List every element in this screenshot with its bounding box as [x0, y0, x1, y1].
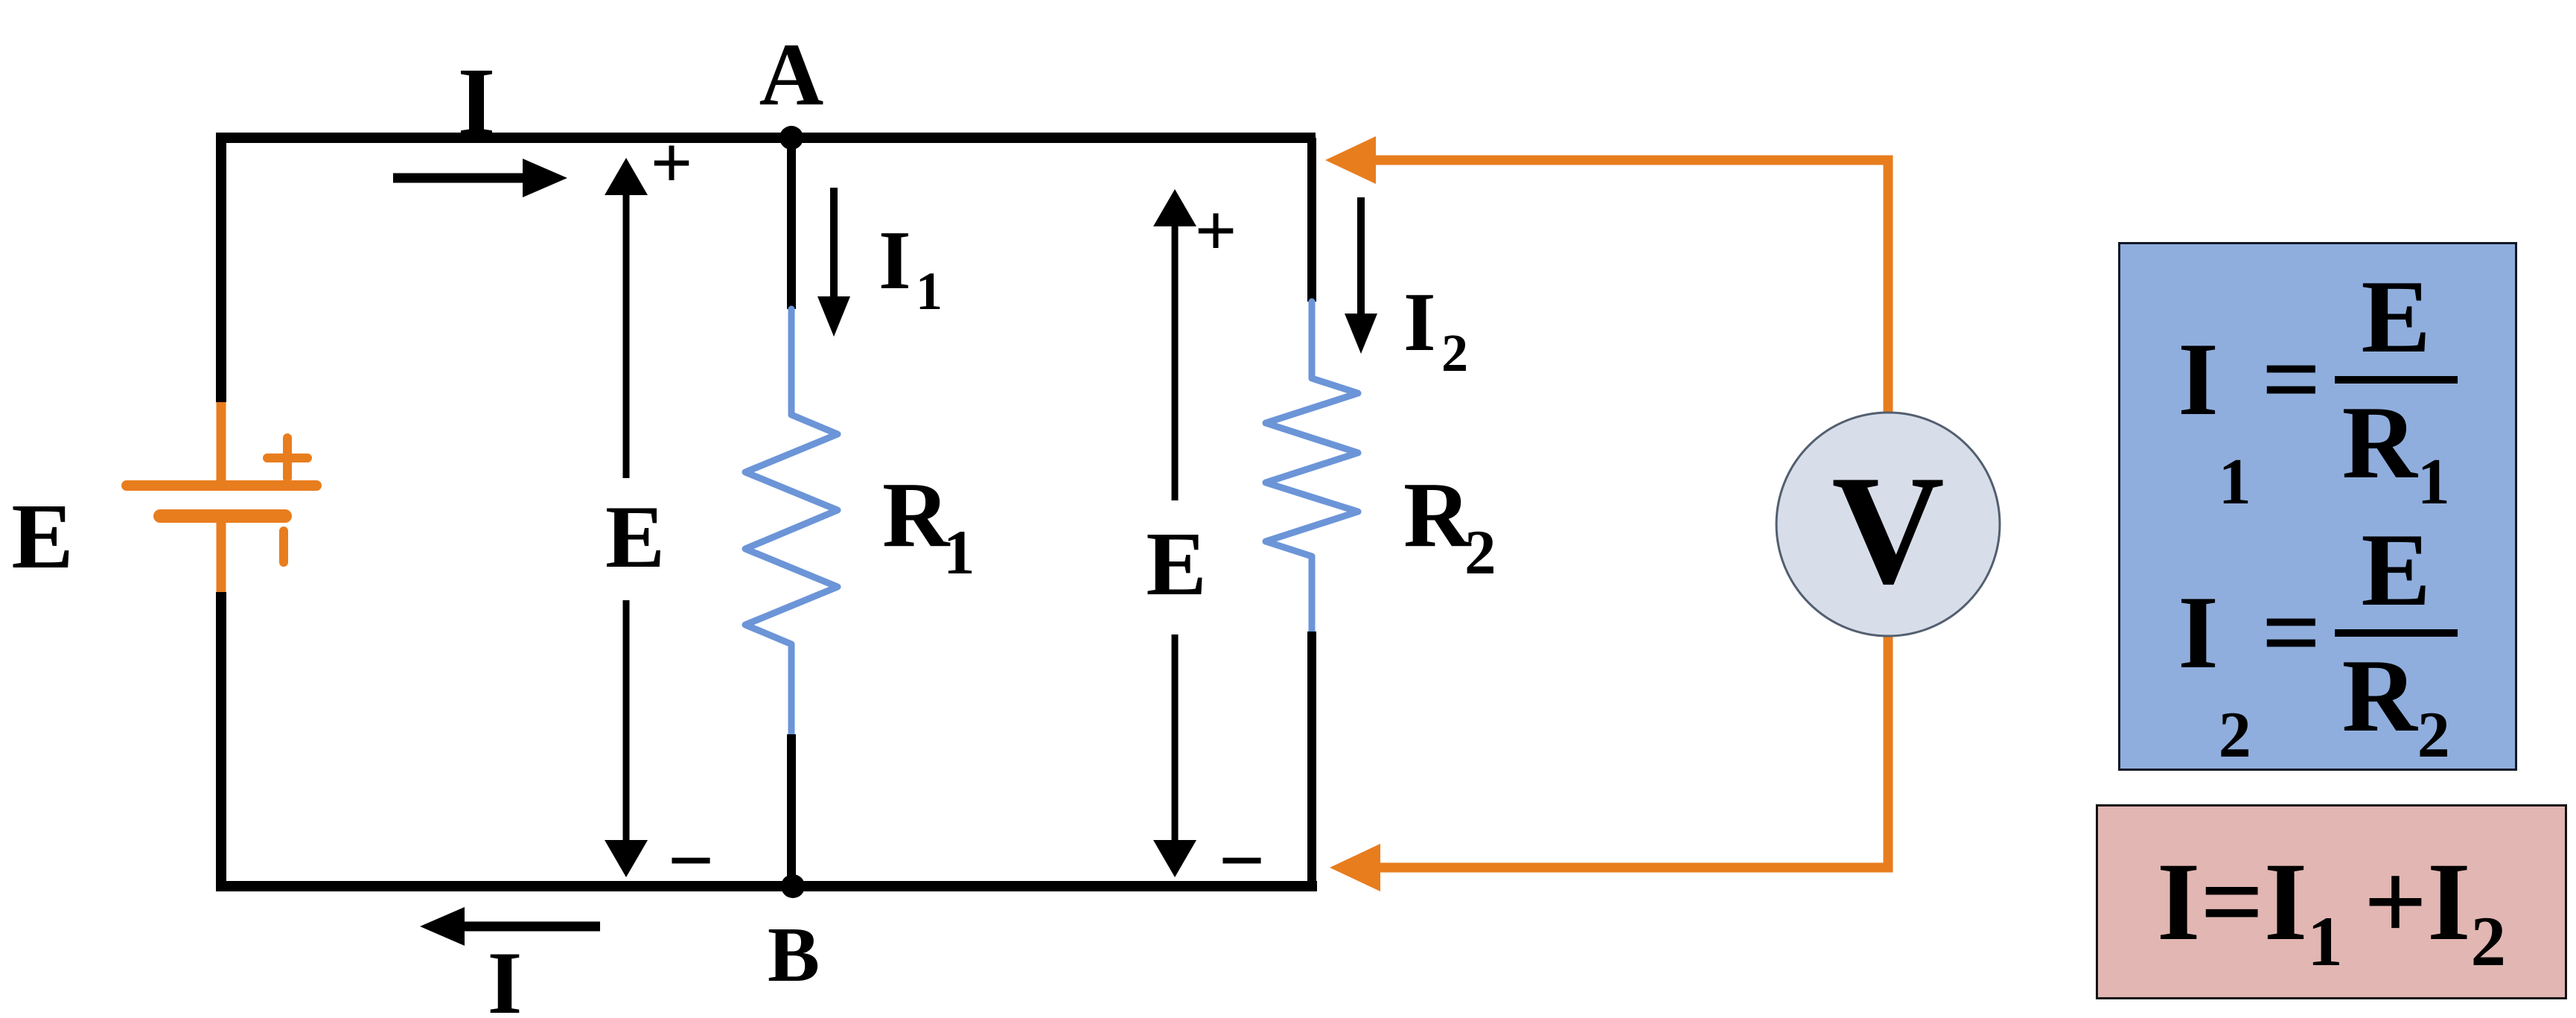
battery-plus-icon [263, 433, 312, 483]
arrow-left-icon [1325, 136, 1376, 184]
voltage-right-label: E [1146, 514, 1206, 614]
equals-sign: = [2261, 322, 2321, 437]
resistor-r1-label: R [882, 464, 951, 567]
voltage-left-label: E [605, 487, 665, 586]
arrow-down-icon [1153, 840, 1196, 877]
fraction-bar [2334, 376, 2458, 384]
fraction-denominator-main: R [2341, 385, 2417, 500]
formula-i2-lhs: I [2178, 575, 2219, 690]
resistor-r1-sub: 1 [943, 518, 975, 588]
voltage-left-minus: − [668, 815, 715, 906]
current-bottom-label: I [488, 933, 523, 1018]
current-i1-sub: 1 [916, 261, 943, 321]
node-b-dot [781, 874, 805, 898]
sum-lhs: I [2156, 840, 2201, 964]
voltage-right-plus: + [1195, 189, 1237, 272]
arrow-down-icon [817, 296, 850, 337]
current-top-label: I [458, 48, 496, 156]
arrow-down-icon [1345, 314, 1377, 354]
sum-term1: I [2263, 840, 2308, 964]
current-i1-label: I [879, 214, 911, 307]
node-a-dot [780, 126, 803, 150]
fraction-denominator-sub: 2 [2417, 699, 2450, 772]
voltmeter-leads [1325, 136, 1893, 891]
battery-label: E [11, 486, 73, 588]
resistor-r2-label: R [1403, 464, 1472, 567]
arrow-left-icon [1330, 844, 1380, 891]
plus-sign: + [2363, 840, 2428, 964]
voltage-arrow-left [605, 158, 648, 877]
wire-bottom-left [216, 592, 1317, 891]
arrow-up-icon [1153, 189, 1196, 226]
resistor-r2-zigzag [1262, 298, 1362, 635]
fraction-denominator-main: R [2341, 638, 2417, 754]
arrow-down-icon [605, 840, 648, 877]
formula-i1-lhs: I [2178, 322, 2219, 437]
arrow-up-icon [605, 158, 648, 195]
sum-term2-sub: 2 [2470, 902, 2507, 981]
fraction-numerator: E [2361, 259, 2431, 375]
arrow-left-icon [420, 907, 465, 946]
current-i2-sub: 2 [1441, 323, 1468, 383]
equals-sign: = [2200, 840, 2264, 964]
voltage-arrow-right [1153, 189, 1196, 877]
equals-sign: = [2261, 575, 2321, 690]
voltmeter-label: V [1831, 444, 1945, 617]
sum-term1-sub: 1 [2307, 902, 2343, 981]
voltmeter-body [1775, 411, 2001, 637]
current-arrow-bottom [420, 907, 600, 946]
current-arrow-i2 [1345, 197, 1377, 354]
battery-symbol [121, 402, 322, 592]
node-a-label: A [759, 25, 824, 124]
wire-top-left [216, 133, 1316, 402]
fraction-numerator: E [2361, 512, 2431, 628]
formula-i1-lhs-sub: 1 [2218, 446, 2251, 518]
current-arrow-i1 [817, 188, 850, 337]
voltage-left-plus: + [651, 121, 693, 204]
fraction-denominator-sub: 1 [2417, 446, 2450, 518]
fraction-bar [2334, 629, 2458, 637]
current-i2-label: I [1403, 276, 1436, 369]
sum-term2: I [2427, 840, 2471, 964]
formula-i2-lhs-sub: 2 [2218, 699, 2251, 772]
node-b-label: B [768, 911, 820, 998]
arrow-right-icon [523, 159, 567, 197]
voltage-right-minus: − [1219, 815, 1266, 906]
current-arrow-top [393, 159, 567, 197]
resistor-r1-zigzag [742, 305, 841, 738]
resistor-r2-sub: 2 [1464, 518, 1496, 588]
